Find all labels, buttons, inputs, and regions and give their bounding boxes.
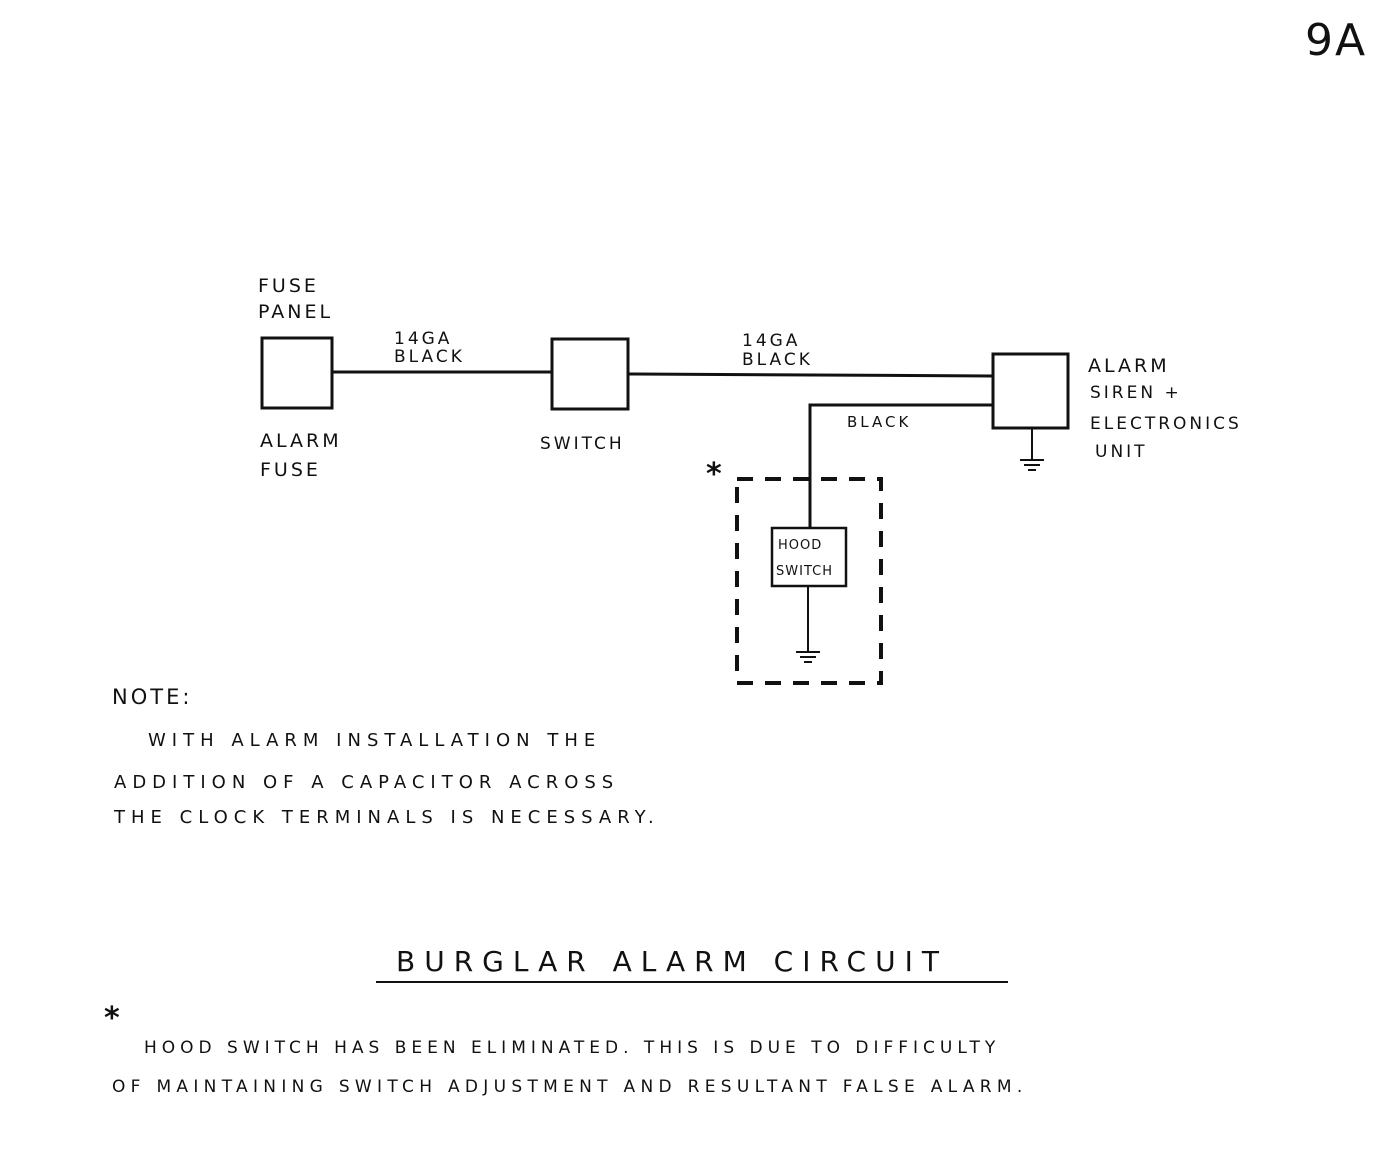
wire2-label-line2: BLACK [742,350,813,370]
hood-switch-ground-symbol [796,586,820,663]
footnote-line-2: OF MAINTAINING SWITCH ADJUSTMENT AND RES… [112,1077,1028,1097]
hood-switch-label-line1: HOOD [778,538,822,553]
alarm-unit-label-line2: SIREN + [1090,383,1182,403]
wire-alarm-unit-to-hood-switch [808,403,993,528]
switch-box [550,337,630,411]
alarm-unit-ground-symbol [1020,428,1044,471]
diagram-title: BURGLAR ALARM CIRCUIT [396,945,948,978]
alarm-fuse-label-line2: FUSE [260,459,321,481]
wire-switch-to-alarm-unit [627,372,994,378]
fuse-panel-label-line1: FUSE [258,275,319,297]
note-line-1: WITH ALARM INSTALLATION THE [148,730,601,751]
page-number: 9A [1305,15,1367,66]
hood-switch-dashed-enclosure [735,477,883,685]
fuse-panel-label-line2: PANEL [258,301,333,323]
wire3-label: BLACK [847,413,911,431]
wire2-label-line1: 14GA [742,331,800,351]
alarm-unit-label-line3: ELECTRONICS [1090,414,1242,434]
hood-switch-label-line2: SWITCH [776,564,833,579]
footnote-marker: * [104,1001,123,1036]
wire1-label-line1: 14GA [394,329,452,349]
wire1-label-line2: BLACK [394,347,465,367]
alarm-fuse-label-line1: ALARM [260,430,342,452]
footnote-line-1: HOOD SWITCH HAS BEEN ELIMINATED. THIS IS… [144,1038,1000,1058]
alarm-siren-unit-box [991,352,1070,430]
alarm-fuse-box [260,336,334,410]
note-heading: NOTE: [112,685,192,709]
hood-switch-asterisk: * [706,457,725,492]
switch-label: SWITCH [540,434,625,454]
alarm-unit-label-line4: UNIT [1095,442,1148,462]
note-line-2: ADDITION OF A CAPACITOR ACROSS [114,772,619,793]
alarm-unit-label-line1: ALARM [1088,355,1170,377]
note-line-3: THE CLOCK TERMINALS IS NECESSARY. [113,807,660,828]
